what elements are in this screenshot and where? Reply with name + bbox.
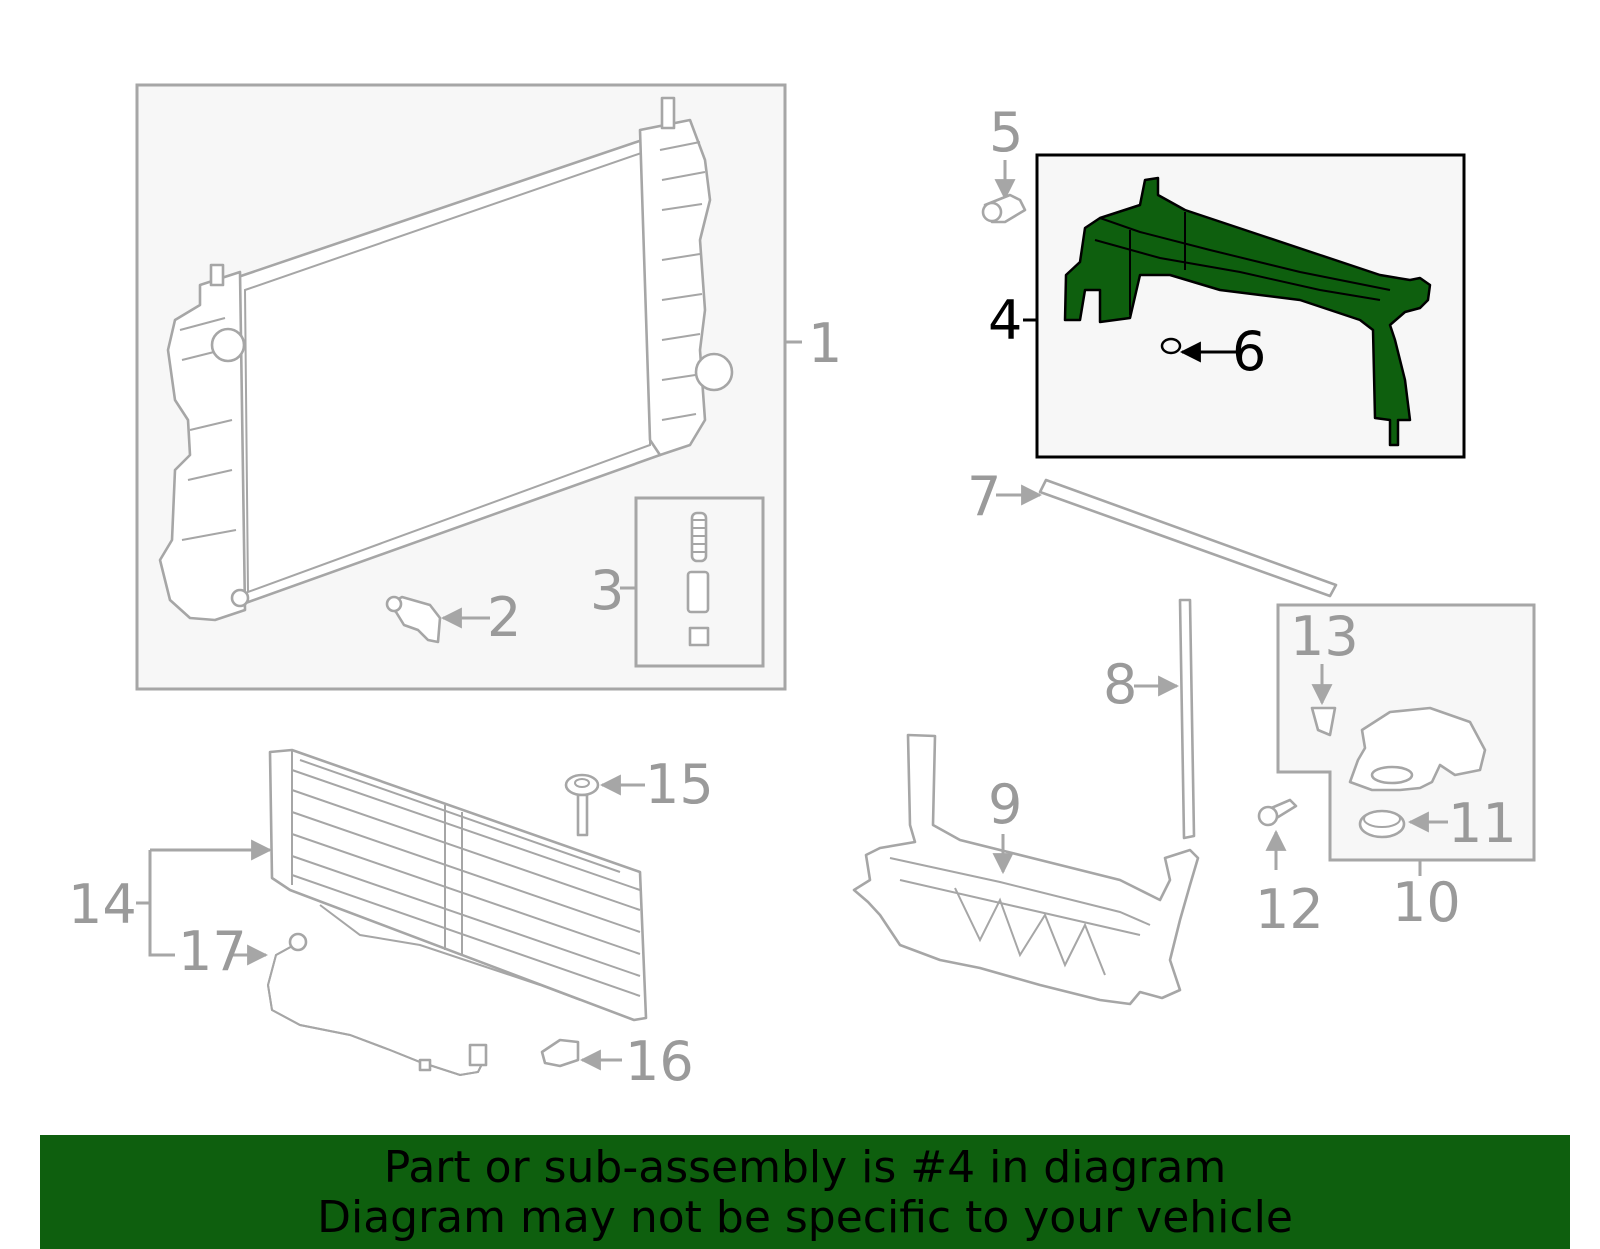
- radiator-group: 1 2 3: [135, 83, 842, 691]
- part-10-group: 13 11 10: [1276, 603, 1536, 934]
- callout-10: 10: [1392, 871, 1461, 934]
- part-5-group: 5: [981, 101, 1027, 224]
- callout-5: 5: [989, 101, 1023, 164]
- part-14-air-shutter: [268, 748, 648, 1022]
- part-17-group: 17: [178, 920, 488, 1077]
- callout-2: 2: [487, 586, 521, 649]
- part-14-group: 14: [68, 748, 648, 1022]
- part-17-connector: [468, 1043, 488, 1067]
- part-12-group: 12: [1255, 798, 1324, 941]
- part-8-group: 8: [1103, 598, 1196, 840]
- part-3-sleeve: [686, 570, 710, 614]
- part-16-group: 16: [540, 1030, 694, 1093]
- callout-6: 6: [1232, 320, 1266, 383]
- part-7-seal: [1038, 478, 1338, 598]
- part-16-clip: [540, 1038, 580, 1068]
- callout-3: 3: [590, 559, 624, 622]
- radiator-right-tank: [638, 118, 712, 457]
- callout-1: 1: [808, 312, 842, 375]
- callout-4: 4: [988, 289, 1022, 352]
- callout-11: 11: [1448, 792, 1517, 855]
- callout-8: 8: [1103, 653, 1137, 716]
- callout-12: 12: [1255, 878, 1324, 941]
- part-9-group: 9: [852, 733, 1200, 1006]
- callout-13: 13: [1290, 605, 1359, 668]
- callout-14: 14: [68, 873, 137, 936]
- part-3-cap: [688, 626, 710, 647]
- footer-line-1: Part or sub-assembly is #4 in diagram: [383, 1142, 1227, 1193]
- part-4-upper-tie-bar: [1063, 176, 1432, 447]
- part-7-group: 7: [967, 465, 1338, 598]
- footer-banner: Part or sub-assembly is #4 in diagram Di…: [40, 1135, 1570, 1249]
- part-8-seal: [1178, 598, 1196, 840]
- callout-9: 9: [988, 773, 1022, 836]
- callout-17: 17: [178, 920, 247, 983]
- callout-16: 16: [625, 1030, 694, 1093]
- tie-bar-group: 4 6: [988, 153, 1466, 459]
- part-9-lower-support: [852, 733, 1200, 1006]
- part-13-clip: [1310, 706, 1337, 737]
- callout-7: 7: [967, 465, 1001, 528]
- part-15-bolt: [576, 793, 589, 837]
- part-17-harness: [266, 943, 485, 1077]
- footer-line-2: Diagram may not be specific to your vehi…: [317, 1192, 1293, 1243]
- callout-15: 15: [645, 753, 714, 816]
- part-15-group: 15: [564, 753, 714, 837]
